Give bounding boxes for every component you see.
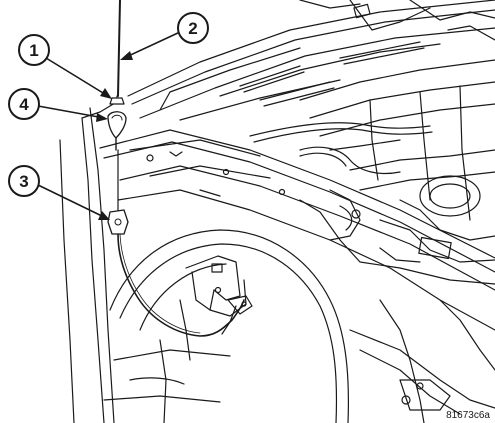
callout-1: 1 — [18, 34, 50, 66]
callout-2: 2 — [177, 12, 209, 44]
engine-compartment-lineart — [59, 0, 495, 423]
callout-4: 4 — [8, 88, 40, 120]
callout-leaders — [35, 31, 181, 220]
callout-label: 1 — [29, 41, 38, 60]
callout-label: 3 — [19, 172, 28, 191]
callout-label: 2 — [188, 19, 197, 38]
callout-3: 3 — [8, 165, 40, 197]
antenna-assembly — [107, 0, 245, 337]
callout-label: 4 — [19, 95, 29, 114]
figure-code: 81673c6a — [446, 410, 490, 421]
